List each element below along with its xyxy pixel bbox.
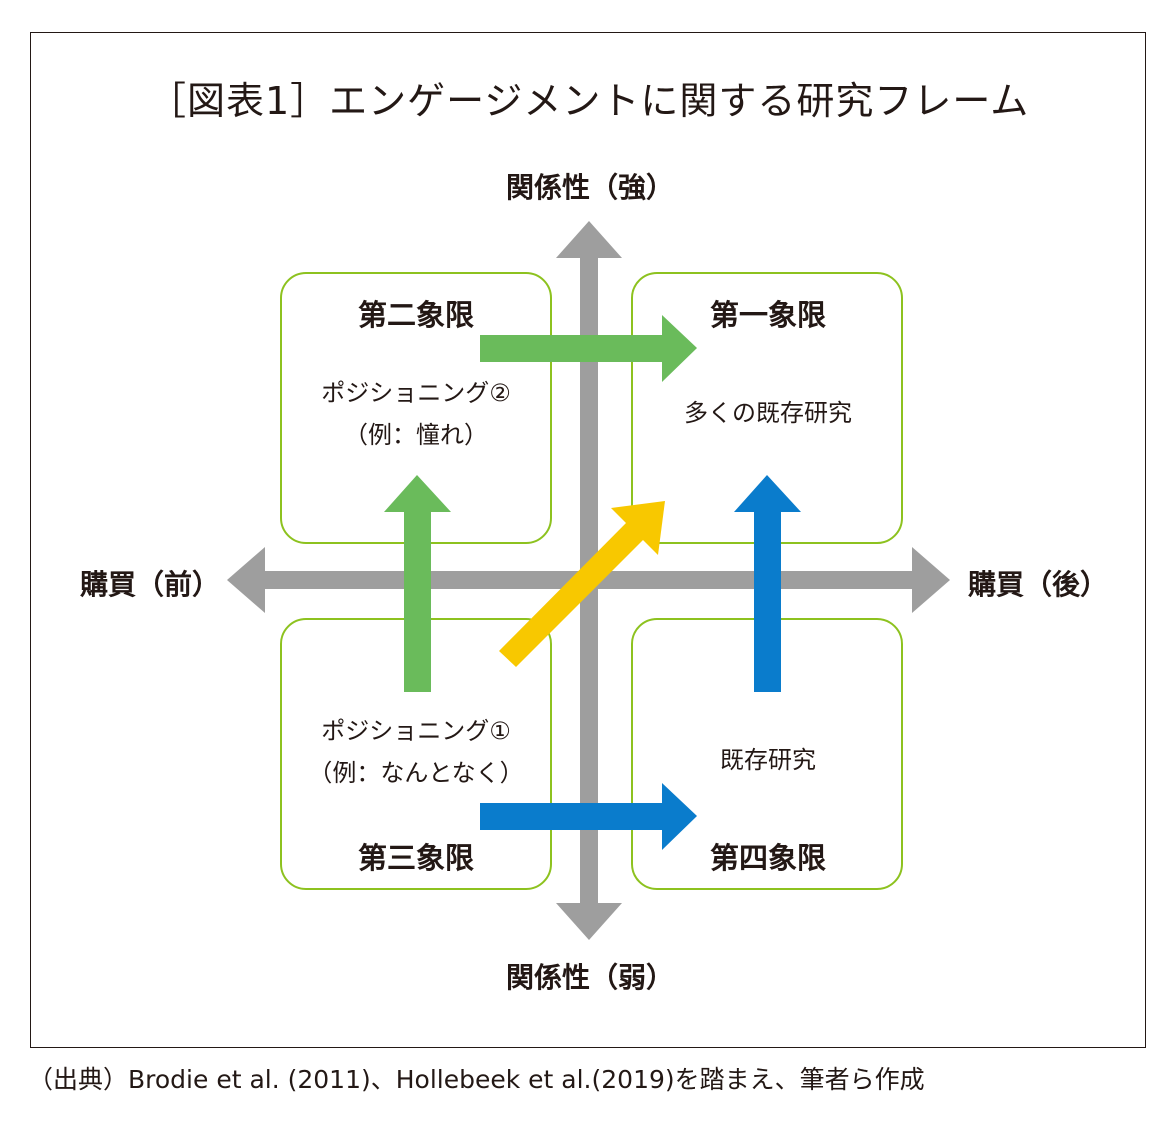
quadrant-2-title: 第二象限 [357,298,475,332]
quadrant-3-text-line2: （例：なんとなく） [308,759,524,787]
figure-frame [30,32,1146,1048]
quadrant-4-box [631,618,903,890]
green-arrow-right [480,315,697,382]
axis-label-right: 購買（後） [968,568,1109,601]
blue-arrow-right [480,783,697,850]
quadrant-4-text: 既存研究 [720,746,816,774]
blue-arrow-up [734,475,801,692]
quadrant-2-text-line2: （例：憧れ） [344,421,488,449]
axis-label-top: 関係性（強） [506,171,675,204]
quadrant-4-title: 第四象限 [709,841,827,875]
quadrant-2-text-line1: ポジショニング② [321,379,511,407]
green-arrow-up [384,475,451,692]
axis-label-bottom: 関係性（弱） [506,961,675,994]
yellow-arrow-diagonal [499,501,665,667]
source-note: （出典）Brodie et al. (2011)、Hollebeek et al… [28,1065,925,1094]
quadrant-1-title: 第一象限 [709,298,827,332]
quadrant-3-title: 第三象限 [357,841,475,875]
figure-title: ［図表1］エンゲージメントに関する研究フレーム [148,79,1030,123]
quadrant-1-text: 多くの既存研究 [684,399,852,427]
quadrant-3-text-line1: ポジショニング① [321,717,511,745]
axis-label-left: 購買（前） [80,568,221,601]
